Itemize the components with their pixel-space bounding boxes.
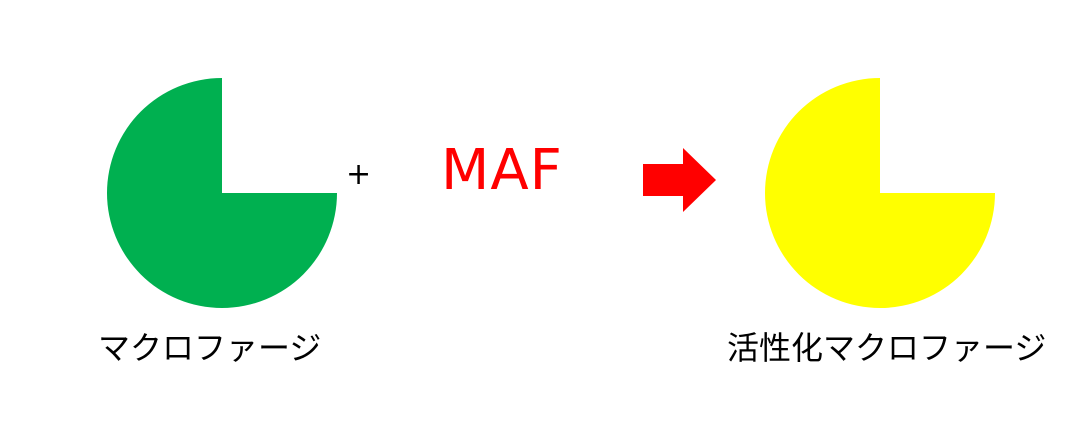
arrow-right-icon <box>643 148 716 212</box>
activated-macrophage-shape <box>765 78 995 308</box>
activated-macrophage-label: 活性化マクロファージ <box>727 329 1047 367</box>
maf-label: MAF <box>441 138 563 203</box>
macrophage-shape <box>107 78 337 308</box>
macrophage-label: マクロファージ <box>98 329 322 367</box>
plus-operator: + <box>346 157 372 192</box>
